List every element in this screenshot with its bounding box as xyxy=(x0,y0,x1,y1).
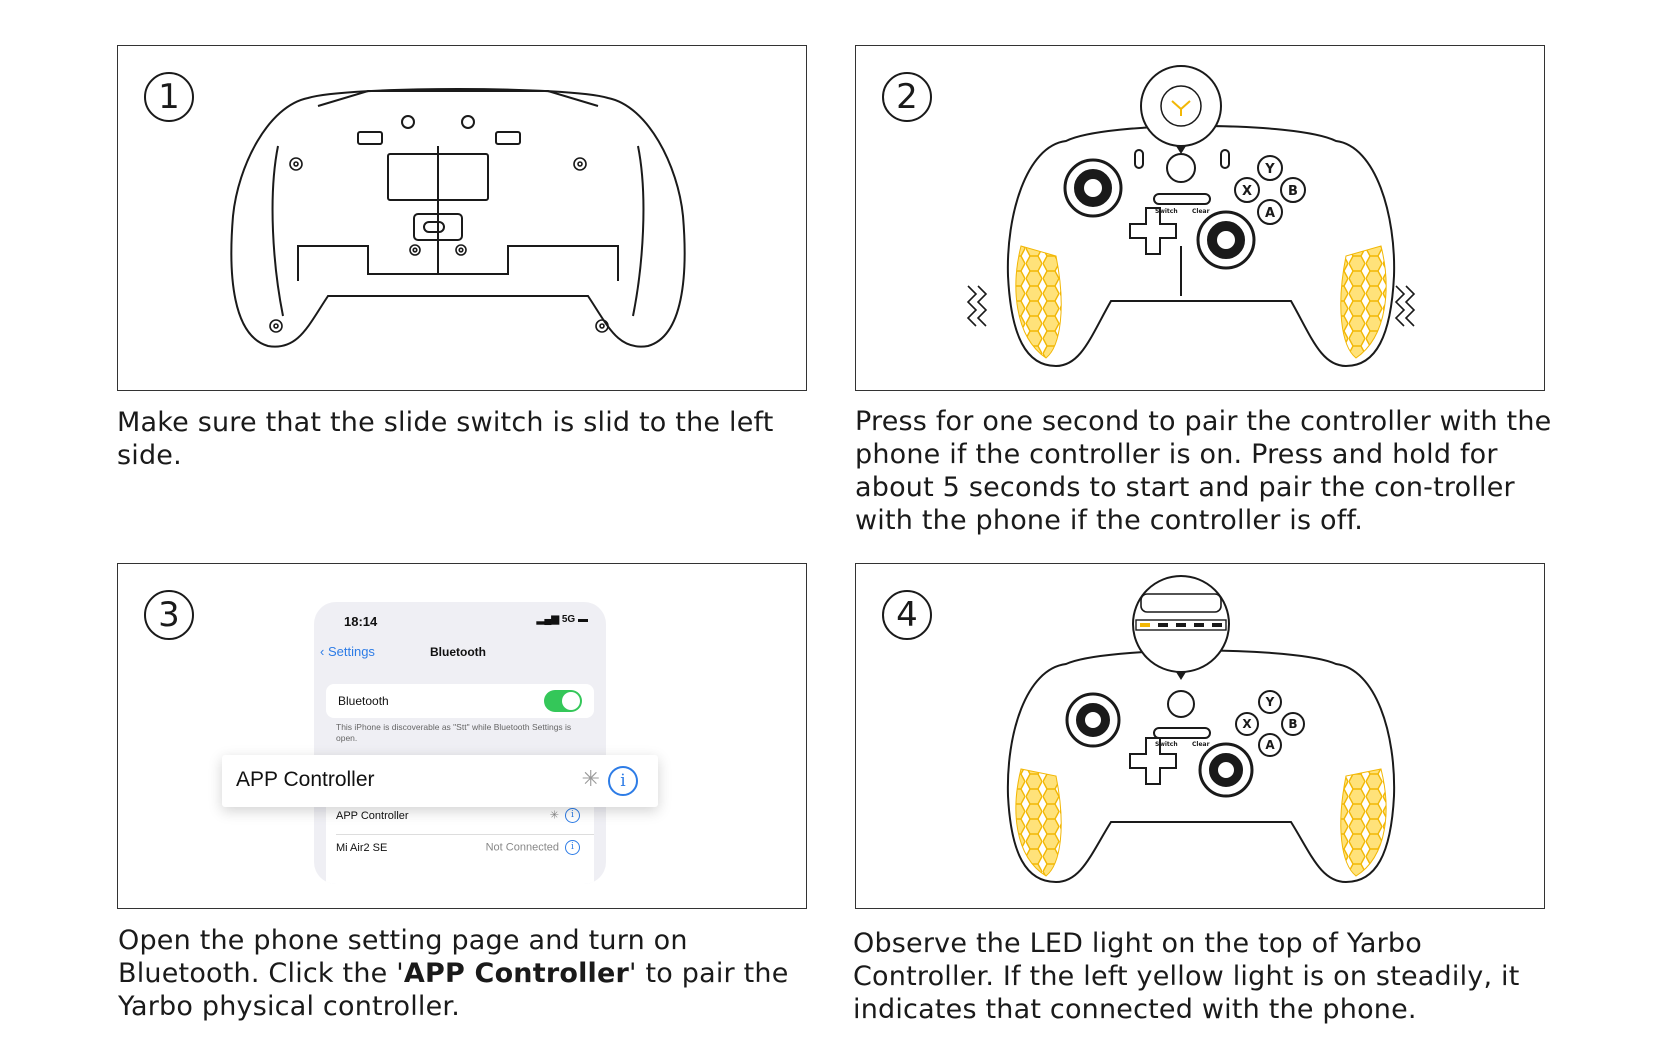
bluetooth-row: Bluetooth xyxy=(326,684,594,718)
loading-spinner-icon: ✳ xyxy=(581,767,600,792)
app-controller-popup[interactable]: APP Controller ✳ i xyxy=(222,755,658,807)
step-1-caption: Make sure that the slide switch is slid … xyxy=(117,407,774,471)
device-app-controller-name: APP Controller xyxy=(336,810,409,822)
step-4-caption: Observe the LED light on the top of Yarb… xyxy=(853,928,1520,1025)
clear-label: Clear xyxy=(1192,208,1210,215)
step-1-panel: 1 xyxy=(117,45,807,391)
led-2 xyxy=(1158,623,1168,627)
list-divider xyxy=(336,834,594,835)
step-4-number: 4 xyxy=(882,590,932,640)
discoverable-note: This iPhone is discoverable as "Stt" whi… xyxy=(336,722,572,743)
phone-screen: 18:14 ▂▄▆ 5G ▬ ‹ Settings Bluetooth Blue… xyxy=(314,602,606,884)
button-a-label: A xyxy=(1265,738,1275,752)
device-app-controller[interactable]: APP Controller xyxy=(336,810,409,822)
step-3-caption-bold: APP Controller xyxy=(403,958,630,989)
step-2-number: 2 xyxy=(882,72,932,122)
device-mi-air2-status: Not Connected i xyxy=(486,840,580,855)
device-mi-air2-name: Mi Air2 SE xyxy=(336,842,388,854)
button-b-label: B xyxy=(1288,717,1297,731)
switch-label: Switch xyxy=(1155,208,1178,215)
step-3-panel: 3 18:14 ▂▄▆ 5G ▬ ‹ Settings Bluetooth Bl… xyxy=(117,563,807,909)
info-icon[interactable]: i xyxy=(565,840,580,855)
switch-label: Switch xyxy=(1155,741,1178,748)
bluetooth-toggle[interactable] xyxy=(544,690,582,712)
phone-signal: ▂▄▆ 5G ▬ xyxy=(536,614,588,625)
step-2-caption: Press for one second to pair the control… xyxy=(855,406,1552,536)
button-y-label: Y xyxy=(1265,695,1275,709)
button-x-label: X xyxy=(1242,184,1252,199)
device-mi-air2[interactable]: Mi Air2 SE xyxy=(336,842,387,854)
step-2-panel: 2 Y X xyxy=(855,45,1545,391)
phone-page-title: Bluetooth xyxy=(430,645,486,659)
device-mi-air2-status-text: Not Connected xyxy=(485,841,559,854)
button-a-label: A xyxy=(1265,206,1275,221)
step-3-caption-before: Open the phone setting page and turn on … xyxy=(118,925,688,989)
step-3-caption: Open the phone setting page and turn on … xyxy=(118,924,818,1023)
step-3-number: 3 xyxy=(144,590,194,640)
button-y-label: Y xyxy=(1264,162,1275,177)
settings-back-label: Settings xyxy=(327,644,375,659)
popup-label: APP Controller xyxy=(236,768,375,791)
info-icon[interactable]: i xyxy=(565,808,580,823)
clear-label: Clear xyxy=(1192,741,1210,748)
device-app-controller-status: ✳i xyxy=(550,808,580,823)
led-5 xyxy=(1212,623,1222,627)
phone-signal-label: 5G xyxy=(561,614,576,625)
bluetooth-row-label: Bluetooth xyxy=(338,694,389,708)
controller-led-illustration: Y X B A Switch Clear xyxy=(1006,575,1396,884)
device-list: APP Controller ✳i Mi Air2 SE Not Connect… xyxy=(326,802,594,884)
settings-back-link[interactable]: ‹ Settings xyxy=(320,644,375,659)
phone-time: 18:14 xyxy=(344,614,378,629)
button-x-label: X xyxy=(1242,717,1252,731)
step-3-caption-after: ' to pair the Yarbo physical controller. xyxy=(118,958,789,1022)
led-4 xyxy=(1194,623,1204,627)
controller-front-illustration: Y X B A Switch Clear xyxy=(966,65,1416,368)
info-icon[interactable]: i xyxy=(608,766,638,796)
button-b-label: B xyxy=(1288,184,1298,199)
controller-back-illustration xyxy=(230,88,686,348)
led-yellow xyxy=(1140,623,1150,627)
step-1-number: 1 xyxy=(144,72,194,122)
step-4-panel: 4 Y X B A xyxy=(855,563,1545,909)
led-3 xyxy=(1176,623,1186,627)
